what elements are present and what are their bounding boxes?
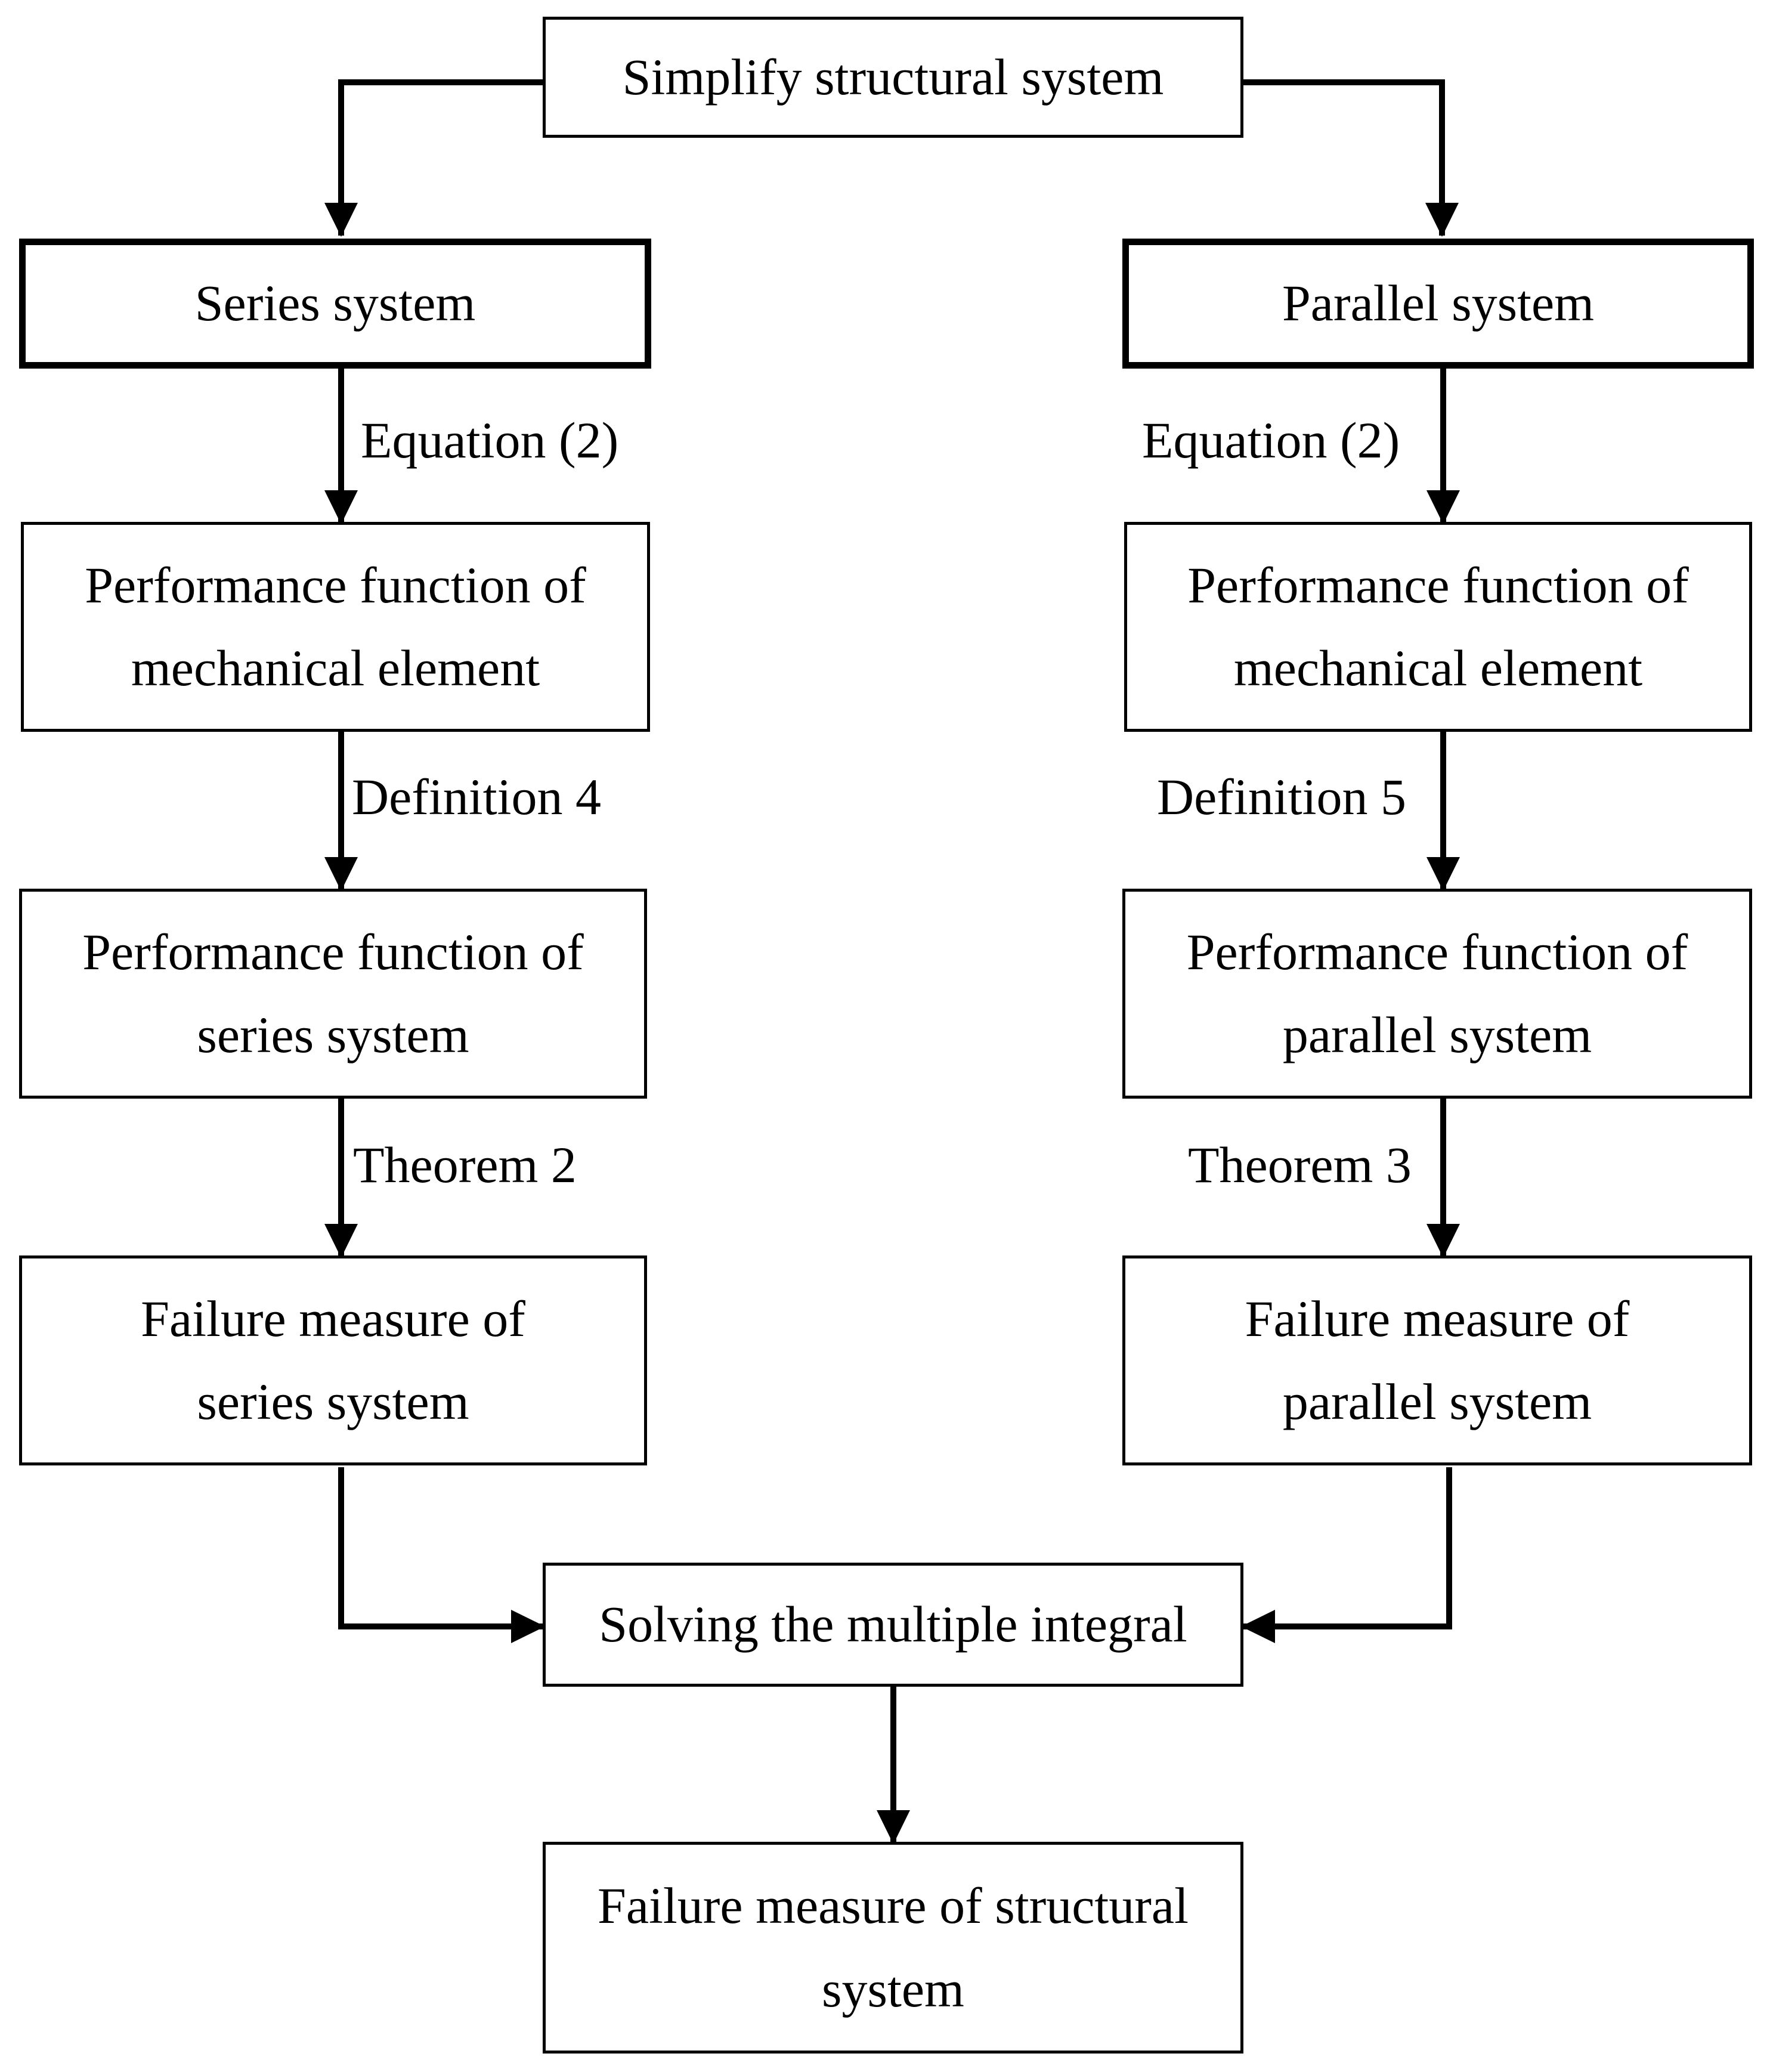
right-performance-element-line-1: Performance function of <box>1187 556 1689 614</box>
left-performance-function-series-box: Performance function of series system <box>19 889 647 1099</box>
right-performance-parallel-line-1: Performance function of <box>1186 923 1688 981</box>
arrowhead-right-system-function <box>1426 857 1460 891</box>
arrow-simplify-to-series <box>338 79 544 236</box>
simplify-structural-system-box: Simplify structural system <box>543 17 1243 138</box>
series-system-box: Series system <box>19 239 651 369</box>
left-failure-line-2: series system <box>197 1373 469 1430</box>
series-system-label: Series system <box>194 274 476 332</box>
left-theorem-label: Theorem 2 <box>353 1136 577 1193</box>
right-performance-function-parallel-box: Performance function of parallel system <box>1122 889 1752 1099</box>
final-line-1: Failure measure of structural <box>597 1877 1189 1935</box>
right-failure-line-1: Failure measure of <box>1245 1289 1630 1347</box>
arrowhead-series <box>324 203 358 237</box>
right-failure-measure-parallel-box: Failure measure of parallel system <box>1122 1255 1752 1465</box>
arrowhead-parallel <box>1425 203 1459 237</box>
right-performance-function-element-box: Performance function of mechanical eleme… <box>1124 522 1752 732</box>
left-performance-series-line-2: series system <box>197 1006 469 1063</box>
arrowhead-final <box>877 1810 910 1844</box>
solving-multiple-integral-box: Solving the multiple integral <box>543 1563 1243 1687</box>
arrowhead-left-element <box>324 490 358 524</box>
failure-measure-structural-system-box: Failure measure of structural system <box>543 1842 1243 2054</box>
solving-multiple-integral-label: Solving the multiple integral <box>599 1595 1187 1653</box>
left-failure-line-1: Failure measure of <box>141 1289 525 1347</box>
arrowhead-solving-left <box>511 1610 545 1643</box>
arrow-series-failure-to-solving <box>338 1467 544 1629</box>
left-performance-element-line-1: Performance function of <box>85 556 586 614</box>
arrowhead-left-system-function <box>324 857 358 891</box>
parallel-system-label: Parallel system <box>1282 274 1595 332</box>
arrowhead-right-failure <box>1426 1224 1460 1258</box>
arrow-parallel-failure-to-solving <box>1242 1467 1452 1629</box>
arrow-simplify-to-parallel <box>1242 79 1445 236</box>
arrowhead-right-element <box>1426 490 1460 524</box>
final-line-2: system <box>822 1960 964 2018</box>
right-equation-label: Equation (2) <box>1142 412 1400 469</box>
left-performance-element-line-2: mechanical element <box>131 639 540 697</box>
left-performance-series-line-1: Performance function of <box>82 923 584 981</box>
parallel-system-box: Parallel system <box>1122 239 1754 369</box>
right-performance-parallel-line-2: parallel system <box>1282 1006 1592 1063</box>
right-definition-label: Definition 5 <box>1157 768 1406 825</box>
arrowhead-solving-right <box>1241 1610 1275 1643</box>
right-performance-element-line-2: mechanical element <box>1233 639 1643 697</box>
right-failure-line-2: parallel system <box>1282 1373 1592 1430</box>
arrowhead-left-failure <box>324 1224 358 1258</box>
left-failure-measure-series-box: Failure measure of series system <box>19 1255 647 1465</box>
simplify-structural-system-label: Simplify structural system <box>622 48 1164 106</box>
left-definition-label: Definition 4 <box>352 768 601 825</box>
left-equation-label: Equation (2) <box>361 412 619 469</box>
right-theorem-label: Theorem 3 <box>1188 1136 1412 1193</box>
left-performance-function-element-box: Performance function of mechanical eleme… <box>21 522 650 732</box>
